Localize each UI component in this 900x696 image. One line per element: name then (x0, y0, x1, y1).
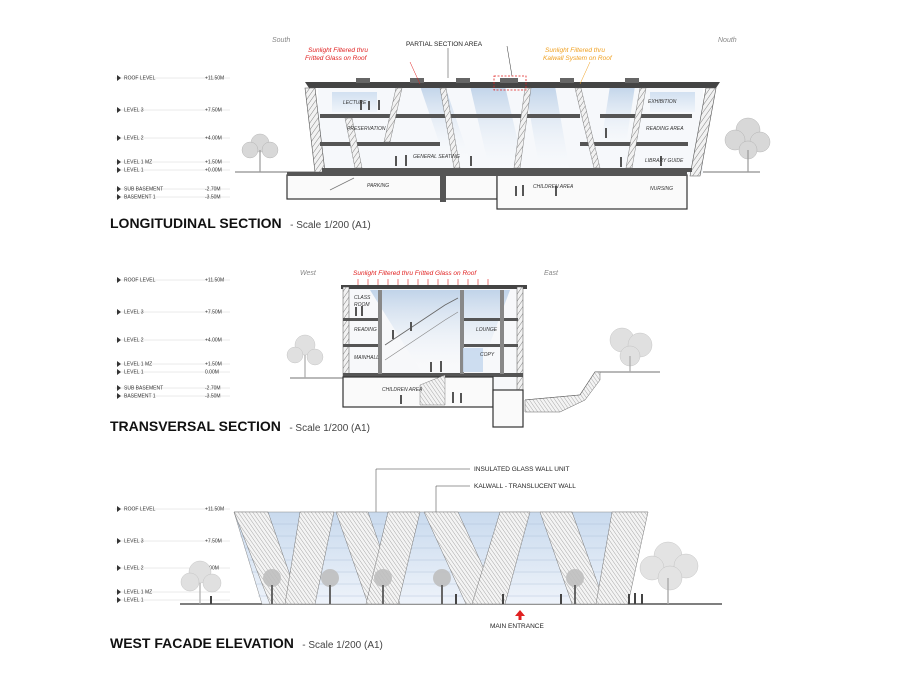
tree-right (724, 117, 771, 172)
longitudinal-section: ROOF LEVEL +11.50M LEVEL 3 +7.50M LEVEL … (110, 37, 771, 232)
note-sun-kalwall-2: Kalwall System on Roof (543, 55, 613, 62)
level-name: BASEMENT 1 (124, 195, 156, 201)
room-mainhall: MAINHALL (354, 355, 379, 361)
note-partial-section: PARTIAL SECTION AREA (406, 41, 483, 48)
room-library-guide: LIBRARY GUIDE (645, 158, 684, 164)
level-name: SUB BASEMENT (124, 187, 163, 193)
main-entrance-label: MAIN ENTRANCE (490, 623, 544, 630)
level-elevation: +11.50M (205, 507, 224, 513)
level-elevation: -2.70M (205, 386, 221, 392)
level-elevation: 0.00M (205, 370, 219, 376)
level-name: ROOF LEVEL (124, 76, 156, 82)
level-elevation: +7.50M (205, 539, 222, 545)
direction-west: West (300, 270, 317, 277)
level-elevation: +7.50M (205, 108, 222, 114)
level-elevation: 4.00M (205, 566, 219, 572)
room-nursing: NURSING (650, 186, 673, 192)
room-exhibition: EXHIBITION (648, 99, 677, 105)
level-name: LEVEL 3 (124, 310, 144, 316)
direction-south: South (272, 37, 290, 44)
level-elevation: +11.50M (205, 76, 224, 82)
level-name: LEVEL 2 (124, 566, 144, 572)
level-name: SUB BASEMENT (124, 386, 163, 392)
transversal-section: ROOF LEVEL +11.50M LEVEL 3 +7.50M LEVEL … (110, 270, 660, 435)
level-name: ROOF LEVEL (124, 507, 156, 513)
trees-left (180, 560, 222, 604)
level-name: LEVEL 2 (124, 338, 144, 344)
title-transversal: TRANSVERSAL SECTION - Scale 1/200 (A1) (110, 418, 370, 435)
room-copy: COPY (480, 352, 495, 358)
level-elevation: +1.50M (205, 362, 222, 368)
level-name: LEVEL 1 (124, 598, 144, 604)
level-name: LEVEL 3 (124, 539, 144, 545)
level-name: LEVEL 3 (124, 108, 144, 114)
tree-right (609, 327, 653, 372)
tree-left (286, 334, 324, 378)
room-class-room: ROOM (354, 302, 370, 308)
room-reading-area: READING AREA (646, 126, 684, 132)
level-elevation: -3.50M (205, 195, 221, 201)
longitudinal-building (286, 78, 720, 210)
direction-east: East (544, 270, 559, 277)
facade (210, 511, 649, 605)
note-sun-fritted-2: Fritted Glass on Roof (305, 55, 368, 62)
room-preservation: PRESERVATION (347, 126, 386, 132)
level-elevation: +1.50M (205, 160, 222, 166)
level-name: LEVEL 2 (124, 136, 144, 142)
west-facade-elevation: ROOF LEVEL +11.50M LEVEL 3 +7.50M LEVEL … (110, 466, 722, 652)
room-parking: PARKING (367, 183, 389, 189)
level-elevation: -2.70M (205, 187, 221, 193)
level-name: LEVEL 1 MZ (124, 160, 152, 166)
room-lounge: LOUNGE (476, 327, 498, 333)
level-elevation: +4.00M (205, 136, 222, 142)
room-lecture: LECTURE (343, 100, 367, 106)
level-name: LEVEL 1 (124, 370, 144, 376)
note-kalwall: KALWALL - TRANSLUCENT WALL (474, 483, 576, 490)
note-sun-fritted-1: Sunlight Filtered thru (308, 47, 368, 54)
transversal-building (341, 285, 527, 428)
room-reading: READING (354, 327, 377, 333)
level-name: LEVEL 1 MZ (124, 362, 152, 368)
trees-right (639, 541, 699, 604)
level-elevation: +7.50M (205, 310, 222, 316)
room-children-area: CHILDREN AREA (382, 387, 423, 393)
level-elevation: +4.00M (205, 338, 222, 344)
level-name: BASEMENT 1 (124, 394, 156, 400)
level-elevation: -3.50M (205, 394, 221, 400)
note-sun-kalwall-1: Sunlight Filtered thru (545, 47, 605, 54)
room-class: CLASS (354, 295, 371, 301)
note-sun-fritted: Sunlight Filtered thru Fritted Glass on … (353, 270, 477, 277)
level-name: LEVEL 1 (124, 168, 144, 174)
room-general-seating: GENERAL SEATING (413, 154, 460, 160)
level-elevation: +11.50M (205, 278, 224, 284)
level-legend: ROOF LEVEL +11.50M LEVEL 3 +7.50M LEVEL … (115, 277, 230, 400)
title-west-facade: WEST FACADE ELEVATION - Scale 1/200 (A1) (110, 635, 383, 652)
direction-north: Nouth (718, 37, 737, 44)
tree-left (241, 133, 279, 172)
note-insulated-glass: INSULATED GLASS WALL UNIT (474, 466, 570, 473)
room-children-area: CHILDREN AREA (533, 184, 574, 190)
level-legend: ROOF LEVEL +11.50M LEVEL 3 +7.50M LEVEL … (115, 75, 230, 201)
level-elevation: +0.00M (205, 168, 222, 174)
level-name: ROOF LEVEL (124, 278, 156, 284)
level-name: LEVEL 1 MZ (124, 590, 152, 596)
title-longitudinal: LONGITUDINAL SECTION - Scale 1/200 (A1) (110, 215, 371, 232)
